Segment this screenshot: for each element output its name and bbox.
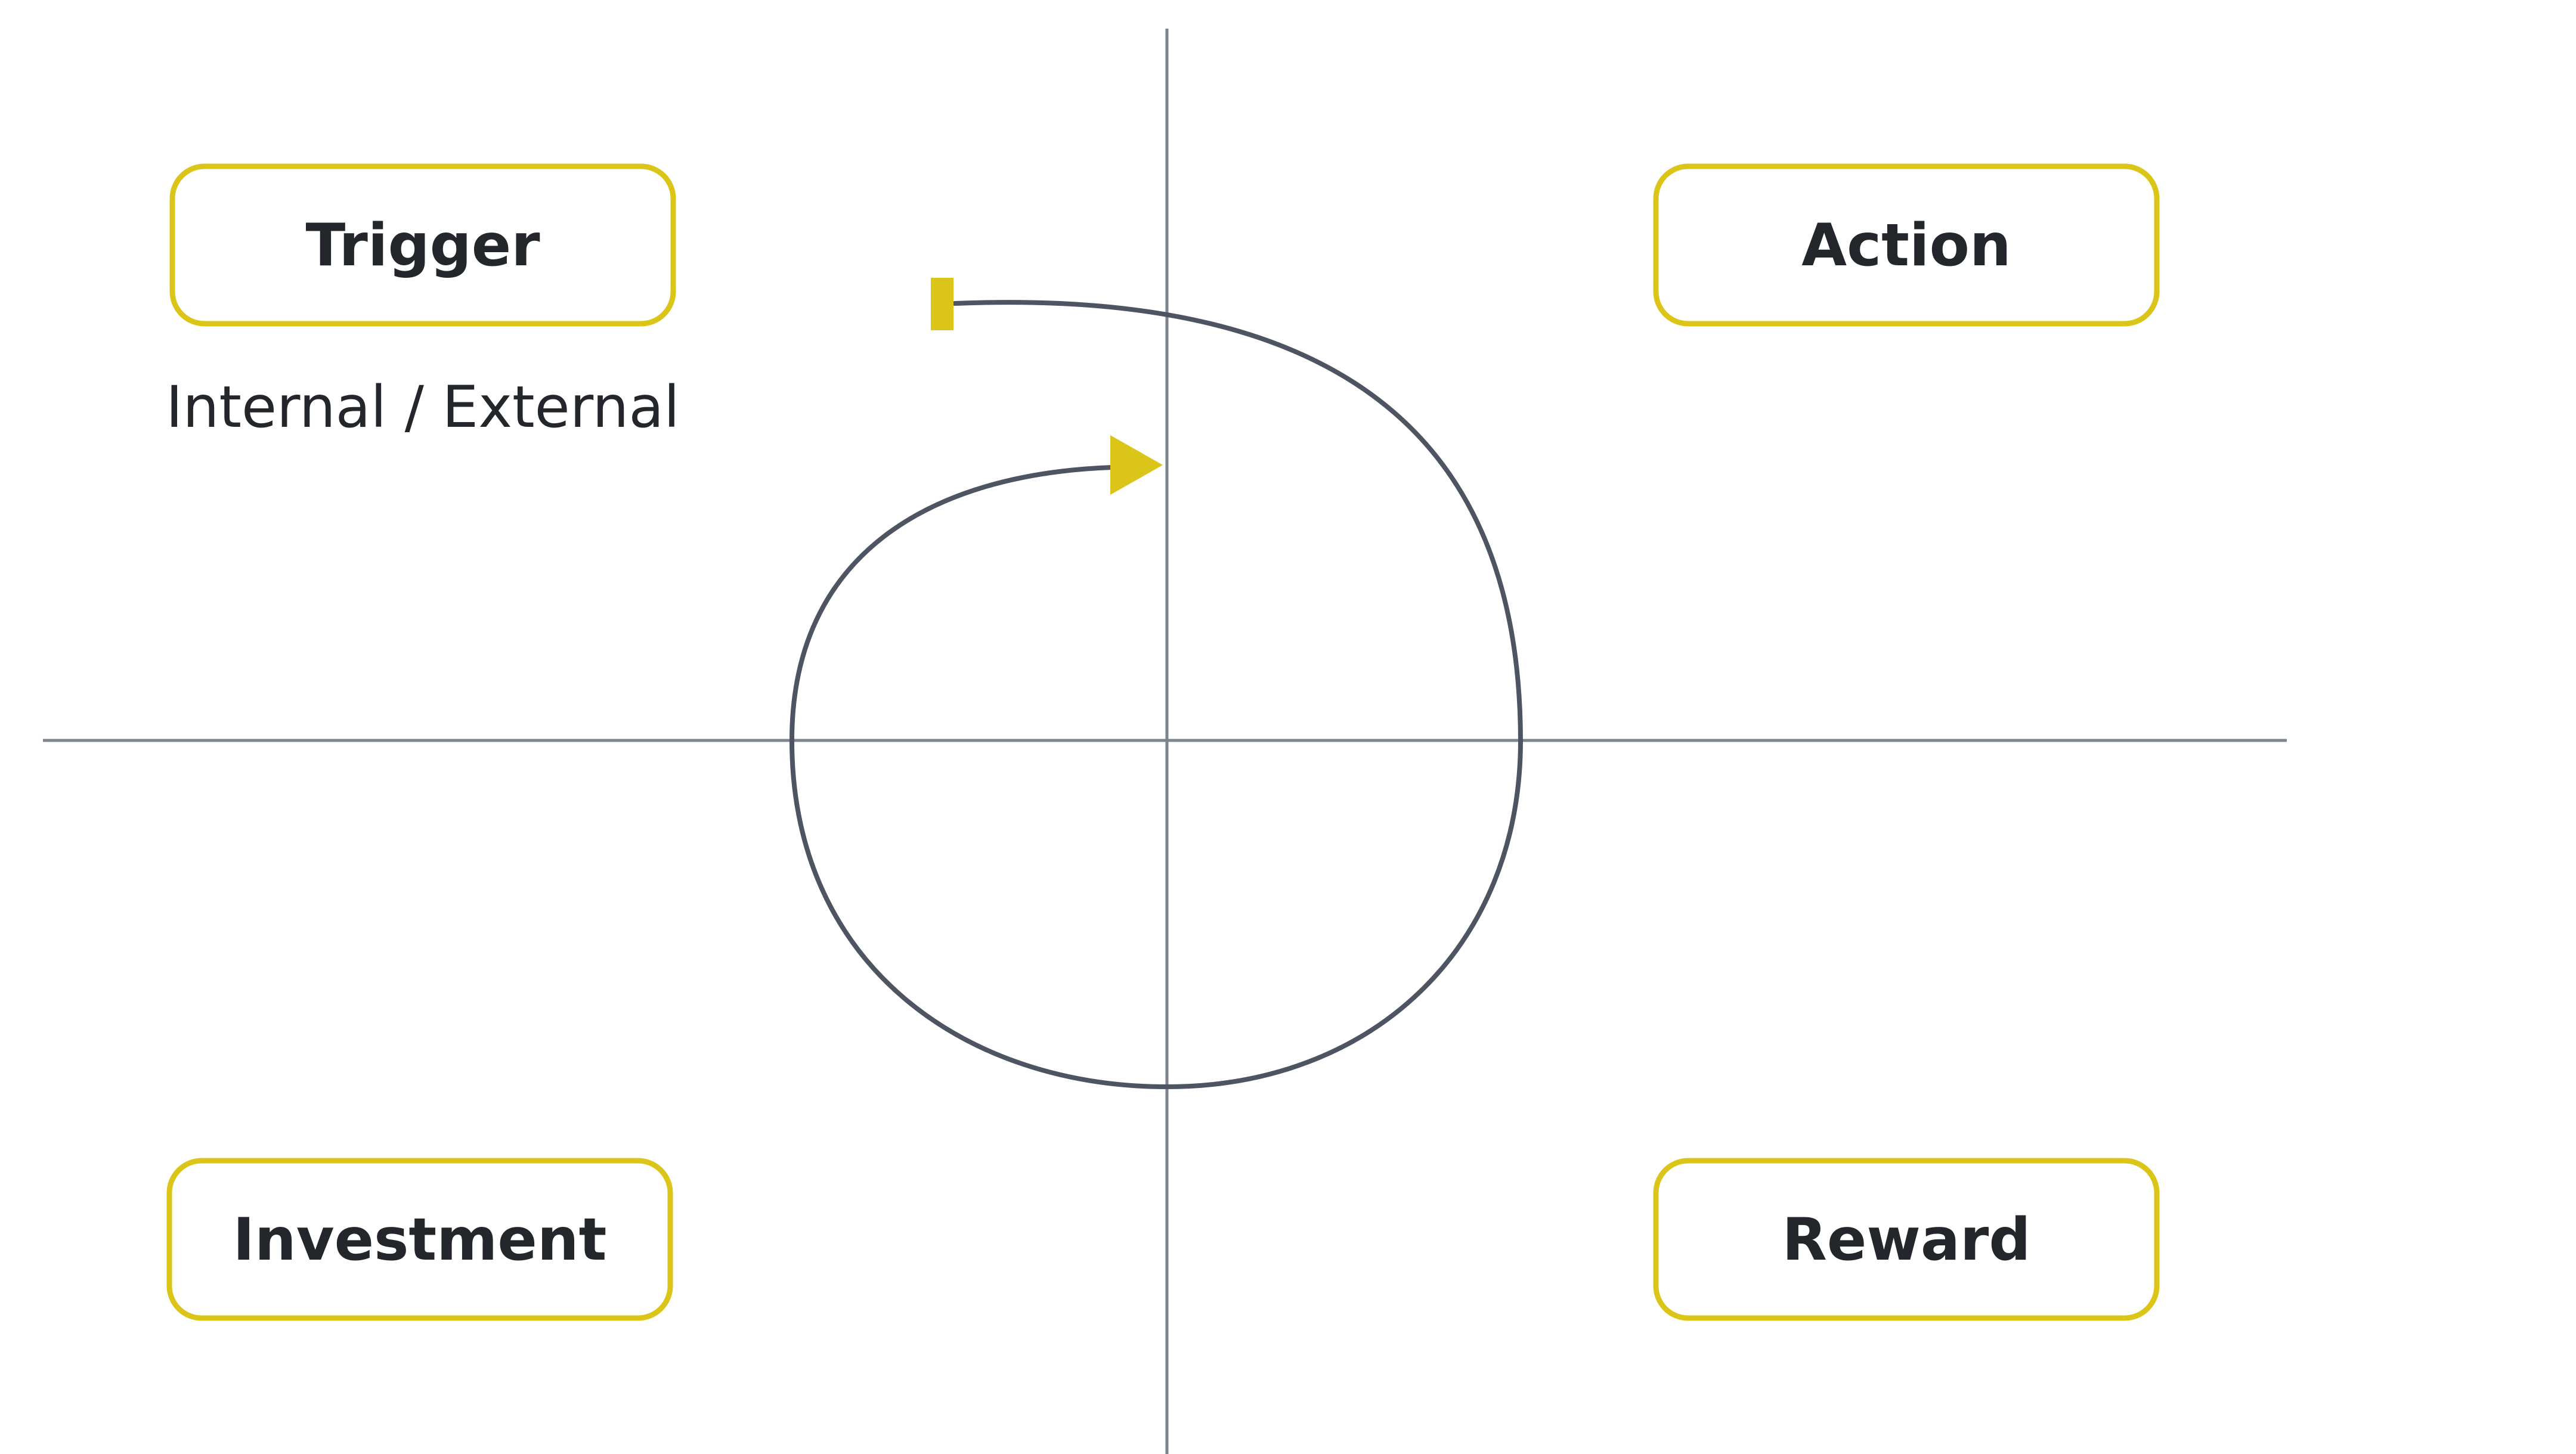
trigger-note: Internal / External [166, 374, 680, 441]
investment-label: Investment [233, 1206, 607, 1274]
investment-box: Investment [166, 1158, 673, 1321]
trigger-label: Trigger [305, 212, 540, 280]
loop-path [789, 300, 1524, 1090]
action-box: Action [1653, 163, 2160, 327]
reward-box: Reward [1653, 1158, 2160, 1321]
reward-label: Reward [1782, 1206, 2030, 1274]
loop-arrow-icon [1110, 435, 1163, 495]
loop-start-marker [931, 278, 953, 330]
trigger-box: Trigger [169, 163, 676, 327]
action-label: Action [1801, 212, 2011, 280]
